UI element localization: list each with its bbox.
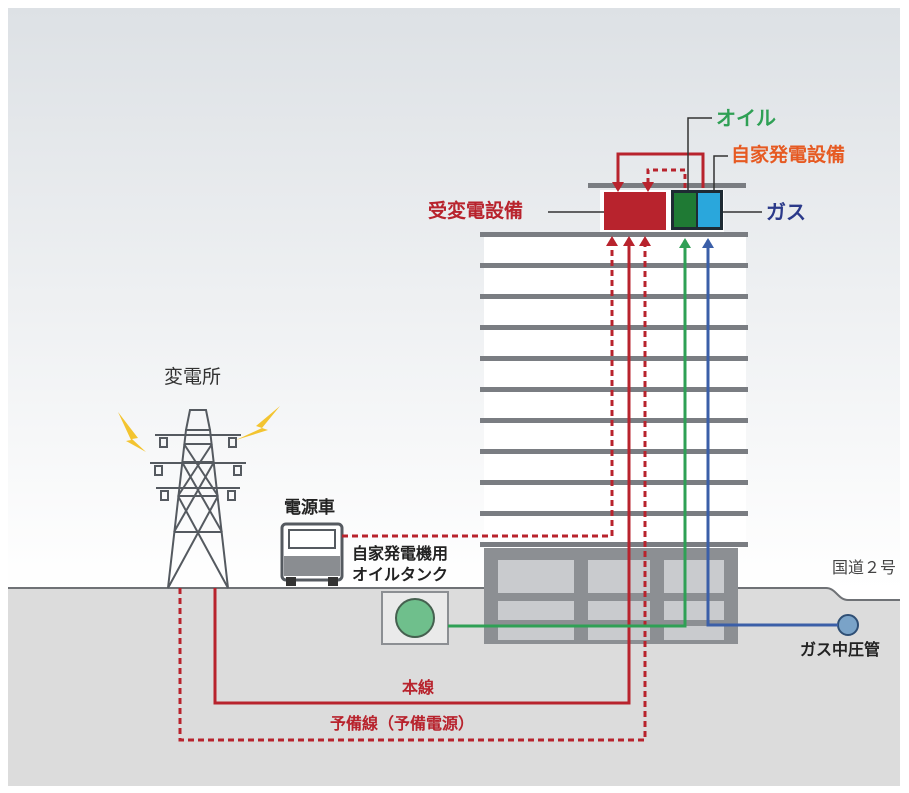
power-car-feed-line xyxy=(342,238,614,538)
building-icon xyxy=(480,232,748,548)
generator-label: 自家発電設備 xyxy=(731,144,846,166)
receiving-equipment-box xyxy=(604,192,666,230)
road-label: 国道２号 xyxy=(832,558,897,577)
arrowhead xyxy=(612,182,624,192)
building-floor-slab xyxy=(480,542,748,547)
building-floor-slab xyxy=(480,263,748,268)
arrowhead xyxy=(702,238,714,248)
oil-tank-label-line1: 自家発電機用 xyxy=(352,544,449,563)
building-floor-slab xyxy=(480,325,748,330)
main-line-label: 本線 xyxy=(402,678,435,697)
building-floor-slab xyxy=(480,387,748,392)
building-floor-slab xyxy=(480,232,748,237)
ground-line xyxy=(8,587,900,601)
building-floor-slab xyxy=(480,294,748,299)
power-supply-truck-icon xyxy=(280,522,344,586)
oil-supply-pipe xyxy=(448,240,687,628)
arrowhead xyxy=(642,182,654,192)
building-foundation xyxy=(484,548,738,644)
building-floor-slab xyxy=(480,356,748,361)
gas-main-label: ガス中圧管 xyxy=(800,640,881,659)
generator-oil-unit xyxy=(674,193,696,227)
backup-line-label: 予備線（予備電源） xyxy=(330,714,475,733)
leader-line xyxy=(713,155,728,190)
building-floor-slab xyxy=(480,418,748,423)
lightning-bolt-icon xyxy=(118,412,146,452)
oil-label: オイル xyxy=(716,106,776,130)
power-car-label: 電源車 xyxy=(284,498,335,518)
generator-backup-loop xyxy=(646,168,687,188)
oil-tank-label-line2: オイルタンク xyxy=(352,565,449,584)
backup-line-circuit xyxy=(178,238,647,742)
substation-label: 変電所 xyxy=(164,366,222,388)
leader-line xyxy=(687,117,712,190)
building-floor-slab xyxy=(480,449,748,454)
building-floor-slab xyxy=(480,511,748,516)
arrowhead xyxy=(623,236,635,246)
gas-label: ガス xyxy=(766,200,806,224)
gas-supply-pipe xyxy=(706,240,838,627)
ground-area xyxy=(8,588,900,786)
building-floor-slab xyxy=(480,480,748,485)
arrowhead xyxy=(639,236,651,246)
arrowhead xyxy=(606,236,618,246)
generator-to-receiving-line xyxy=(616,152,705,188)
oil-tank-icon xyxy=(381,591,449,645)
gas-valve-icon xyxy=(837,614,859,636)
sky-background xyxy=(8,8,900,590)
arrowhead xyxy=(679,238,691,248)
substation-tower-icon xyxy=(150,409,246,589)
main-line-circuit xyxy=(213,238,631,705)
generator-gas-unit xyxy=(698,193,720,227)
receiving-equipment-label: 受変電設備 xyxy=(428,200,524,222)
